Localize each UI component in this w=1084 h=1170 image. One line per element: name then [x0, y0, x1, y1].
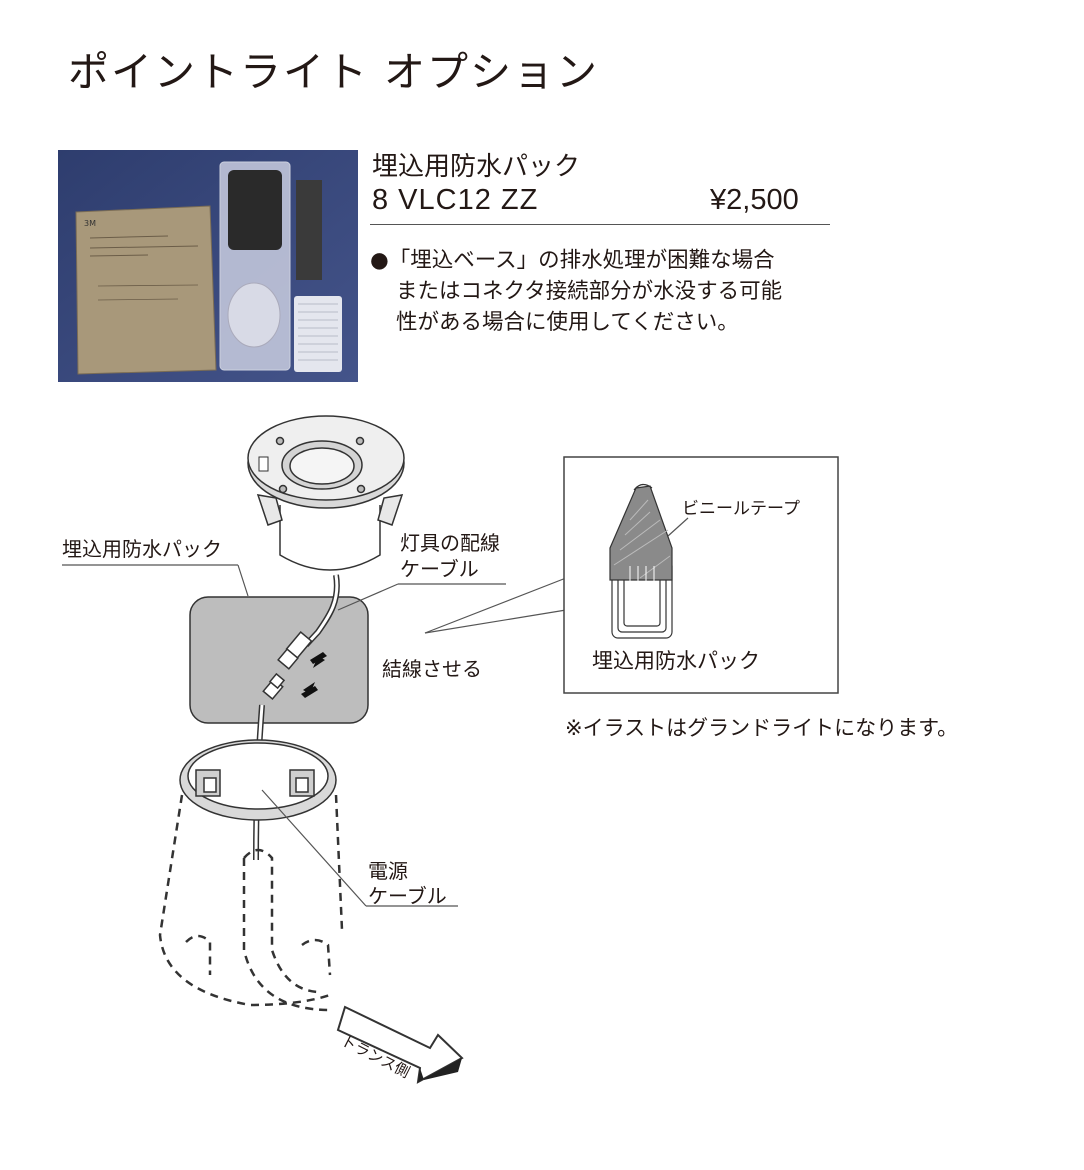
ground-light-illustration	[247, 415, 405, 571]
installation-diagram: 埋込用防水パック 灯具の配線 ケーブル 結線させる 電源 ケーブル トランス側 …	[0, 395, 1084, 1170]
inset-label-pack: 埋込用防水パック	[592, 649, 760, 673]
product-code: 8 VLC12 ZZ	[372, 184, 539, 216]
description-line: 性がある場合に使用してください。	[396, 310, 739, 335]
product-description: ●「埋込ベース」の排水処理が困難な場合 またはコネクタ接続部分が水没する可能 性…	[370, 245, 840, 338]
svg-text:3M: 3M	[84, 219, 96, 228]
product-name: 埋込用防水パック	[372, 152, 581, 182]
description-line: ●「埋込ベース」の排水処理が困難な場合	[370, 248, 775, 273]
page-title: ポイントライト オプション	[68, 48, 600, 96]
price-divider	[370, 224, 830, 225]
label-fixture-cable-2: ケーブル	[400, 557, 479, 581]
label-power-cable-2: ケーブル	[368, 884, 447, 908]
illustration-note: ※イラストはグランドライトになります。	[565, 716, 959, 740]
label-power-cable-1: 電源	[368, 859, 408, 883]
label-connect: 結線させる	[382, 657, 482, 681]
label-waterproof-pack: 埋込用防水パック	[62, 537, 222, 561]
product-photo: 3M	[58, 150, 358, 382]
label-fixture-cable-1: 灯具の配線	[400, 531, 500, 555]
product-price: ¥2,500	[710, 184, 799, 216]
description-line: またはコネクタ接続部分が水没する可能	[396, 279, 783, 304]
inset-label-vinyl-tape: ビニールテープ	[682, 499, 800, 519]
